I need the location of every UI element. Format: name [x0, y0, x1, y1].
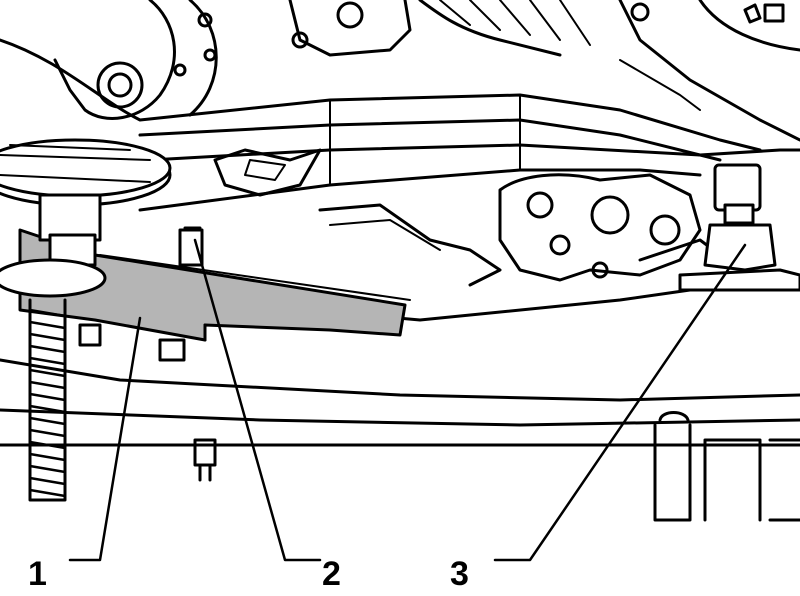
leader-line-2 — [193, 238, 322, 562]
subframe-beam — [0, 358, 800, 402]
control-arm — [0, 38, 762, 152]
locating-pin — [178, 226, 204, 267]
leader-lines — [68, 238, 747, 562]
callout-2: 2 — [322, 555, 341, 593]
leader-line-3 — [493, 243, 747, 562]
right-support — [678, 163, 800, 292]
support-spindle — [0, 138, 186, 502]
callout-1: 1 — [28, 555, 47, 593]
gearbox-housing — [498, 173, 702, 282]
callout-3: 3 — [450, 555, 469, 593]
leader-line-1 — [68, 316, 142, 562]
wheel-hub — [53, 0, 176, 120]
